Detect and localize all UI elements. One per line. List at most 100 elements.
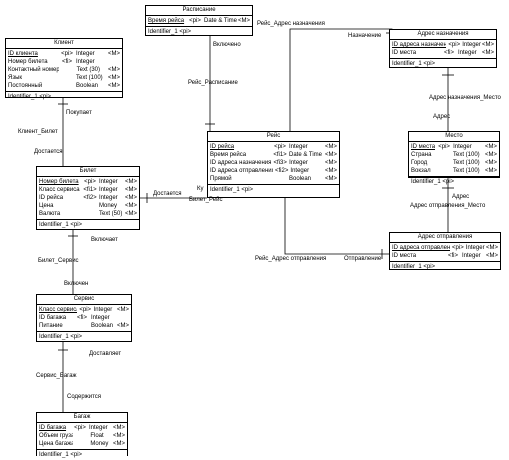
attr-name: ID места — [392, 253, 417, 259]
attr-name: ID адреса отправления — [210, 168, 273, 174]
attr-name: Класс сервиса — [39, 187, 80, 193]
attr-type: Text (100) — [453, 160, 480, 166]
attr-name: ID рейса — [39, 195, 64, 201]
attribute-row: ID места <fi> Integer <M> — [392, 252, 498, 260]
attr-key: <pi> — [74, 425, 86, 431]
attr-mandatory: <M> — [485, 245, 498, 251]
label-otpravlenie: Отправление — [344, 256, 382, 262]
attr-mandatory: <M> — [124, 211, 137, 217]
label-ku: Ку — [197, 186, 204, 192]
attr-name: ID багажа — [39, 425, 67, 431]
attribute-row: Класс сервиса <pi> Integer <M> — [39, 306, 129, 314]
attr-mandatory: <M> — [124, 203, 137, 209]
attr-name: ID багажа — [39, 315, 67, 321]
attribute-row: ID рейса <fi2> Integer <M> — [39, 194, 137, 202]
attr-type: Integer — [93, 307, 113, 313]
entity-title: Место — [409, 132, 499, 142]
attr-type: Integer — [453, 144, 472, 150]
entity-adres-naznacheniya[interactable]: Адрес назначения ID адреса назначения <p… — [389, 29, 497, 68]
entity-identifier: Identifier_1 <pi> — [392, 61, 436, 67]
entity-mesto[interactable]: Место ID места <pi> Integer <M> Страна T… — [408, 131, 500, 185]
attr-key — [271, 175, 289, 183]
attr-mandatory: <M> — [107, 67, 120, 73]
entity-raspisanie[interactable]: Расписание Время рейса <pi> Date & Time … — [145, 5, 253, 36]
attr-type: Integer — [76, 59, 95, 65]
attribute-row: Контактный номер Text (30) <M> — [8, 66, 120, 74]
attr-mandatory: <M> — [324, 144, 337, 150]
label-adres-otpravleniya-mesto: Адрес отправления_Место — [410, 203, 486, 209]
attr-mandatory: <M> — [485, 253, 498, 259]
attr-key — [73, 432, 90, 440]
attr-key — [58, 74, 76, 82]
entity-bilet[interactable]: Билет Номер билета <pi> Integer <M> Клас… — [36, 166, 140, 230]
attr-mandatory: <M> — [484, 144, 497, 150]
attr-type: Date & Time — [204, 18, 238, 24]
attr-name: ID адреса отправления — [392, 245, 450, 251]
attribute-row: Язык Text (100) <M> — [8, 74, 120, 82]
attr-name: ID клиента — [8, 51, 38, 57]
label-reys-adres-naznacheniya: Рейс_Адрес назначения — [257, 21, 325, 27]
attr-type: Integer — [289, 160, 308, 166]
attr-key — [435, 151, 453, 159]
attr-mandatory: <M> — [481, 50, 494, 56]
attribute-row: Питание Boolean <M> — [39, 322, 129, 330]
attr-type: Integer — [76, 51, 95, 57]
attr-type: Money — [90, 441, 109, 447]
attr-name: Цена — [39, 203, 54, 209]
attr-key — [73, 322, 91, 330]
attr-type: Boolean — [289, 176, 312, 182]
attr-name: Контактный номер — [8, 67, 59, 73]
attr-key: <fi1> — [273, 152, 287, 158]
attr-type: Text (100) — [453, 168, 480, 174]
entity-identifier: Identifier_1 <pi> — [39, 222, 83, 228]
attr-type: Integer — [290, 168, 310, 174]
attr-name: Номер билета — [8, 59, 48, 65]
attr-name: Класс сервиса — [39, 307, 77, 313]
entity-title: Рейс — [208, 132, 339, 142]
attribute-row: Вокзал Text (100) <M> — [411, 167, 497, 175]
entity-identifier: Identifier_1 <pi> — [210, 187, 254, 193]
attr-type: Money — [99, 203, 118, 209]
entity-reys[interactable]: Рейс ID рейса <pi> Integer <M> Время рей… — [207, 131, 340, 198]
attr-key: <pi> — [61, 51, 73, 57]
entity-identifier: Identifier_1 <pi> — [148, 29, 192, 35]
entity-adres-otpravleniya[interactable]: Адрес отправления ID адреса отправления … — [389, 232, 501, 270]
attr-mandatory: <M> — [481, 42, 494, 48]
entity-bagazh[interactable]: Багаж ID багажа <pi> Integer <M> Объем г… — [36, 412, 128, 458]
attr-name: Язык — [8, 75, 23, 81]
attr-name: Валюта — [39, 211, 61, 217]
entity-attributes: ID багажа <pi> Integer <M> Объем груза F… — [37, 423, 127, 450]
attr-key: <fi> — [61, 59, 72, 65]
attribute-row: Страна Text (100) <M> — [411, 151, 497, 159]
attr-mandatory: <M> — [107, 83, 120, 89]
attribute-row: Город Text (100) <M> — [411, 159, 497, 167]
label-reys-adres-otpravleniya: Рейс_Адрес отправления — [255, 256, 327, 262]
label-dostaetsya-2: Достается — [153, 191, 182, 197]
attr-name: Питание — [39, 323, 63, 329]
attr-key — [81, 210, 99, 218]
attr-mandatory — [106, 58, 120, 66]
attr-name: ID рейса — [210, 144, 235, 150]
attr-type: Boolean — [76, 83, 99, 89]
attr-key: <fi1> — [83, 187, 97, 193]
label-naznachenie: Назначение — [348, 33, 382, 39]
attr-key — [81, 202, 99, 210]
attribute-row: ID клиента <pi> Integer <M> — [8, 50, 120, 58]
entity-title: Адрес назначения — [390, 30, 496, 40]
attr-key — [59, 66, 77, 74]
attribute-row: Время рейса <fi1> Date & Time <M> — [210, 151, 337, 159]
entity-servis[interactable]: Сервис Класс сервиса <pi> Integer <M> ID… — [36, 294, 132, 342]
attr-name: ID адреса назначения — [210, 160, 272, 166]
attr-mandatory — [115, 314, 129, 322]
label-dostaetsya: Достается — [34, 149, 63, 155]
entity-identifier: Identifier_1 <pi> — [411, 179, 455, 185]
entity-title: Сервис — [37, 295, 131, 305]
label-reys-raspisanie: Рейс_Расписание — [188, 80, 238, 86]
attr-name: ID места — [392, 50, 417, 56]
attr-mandatory: <M> — [124, 195, 137, 201]
attr-mandatory: <M> — [484, 168, 497, 174]
attr-type: Integer — [462, 253, 481, 259]
entity-identifier: Identifier_1 <pi> — [39, 334, 83, 340]
entity-klient[interactable]: Клиент ID клиента <pi> Integer <M> Номер… — [5, 38, 123, 100]
attr-key — [435, 159, 453, 167]
